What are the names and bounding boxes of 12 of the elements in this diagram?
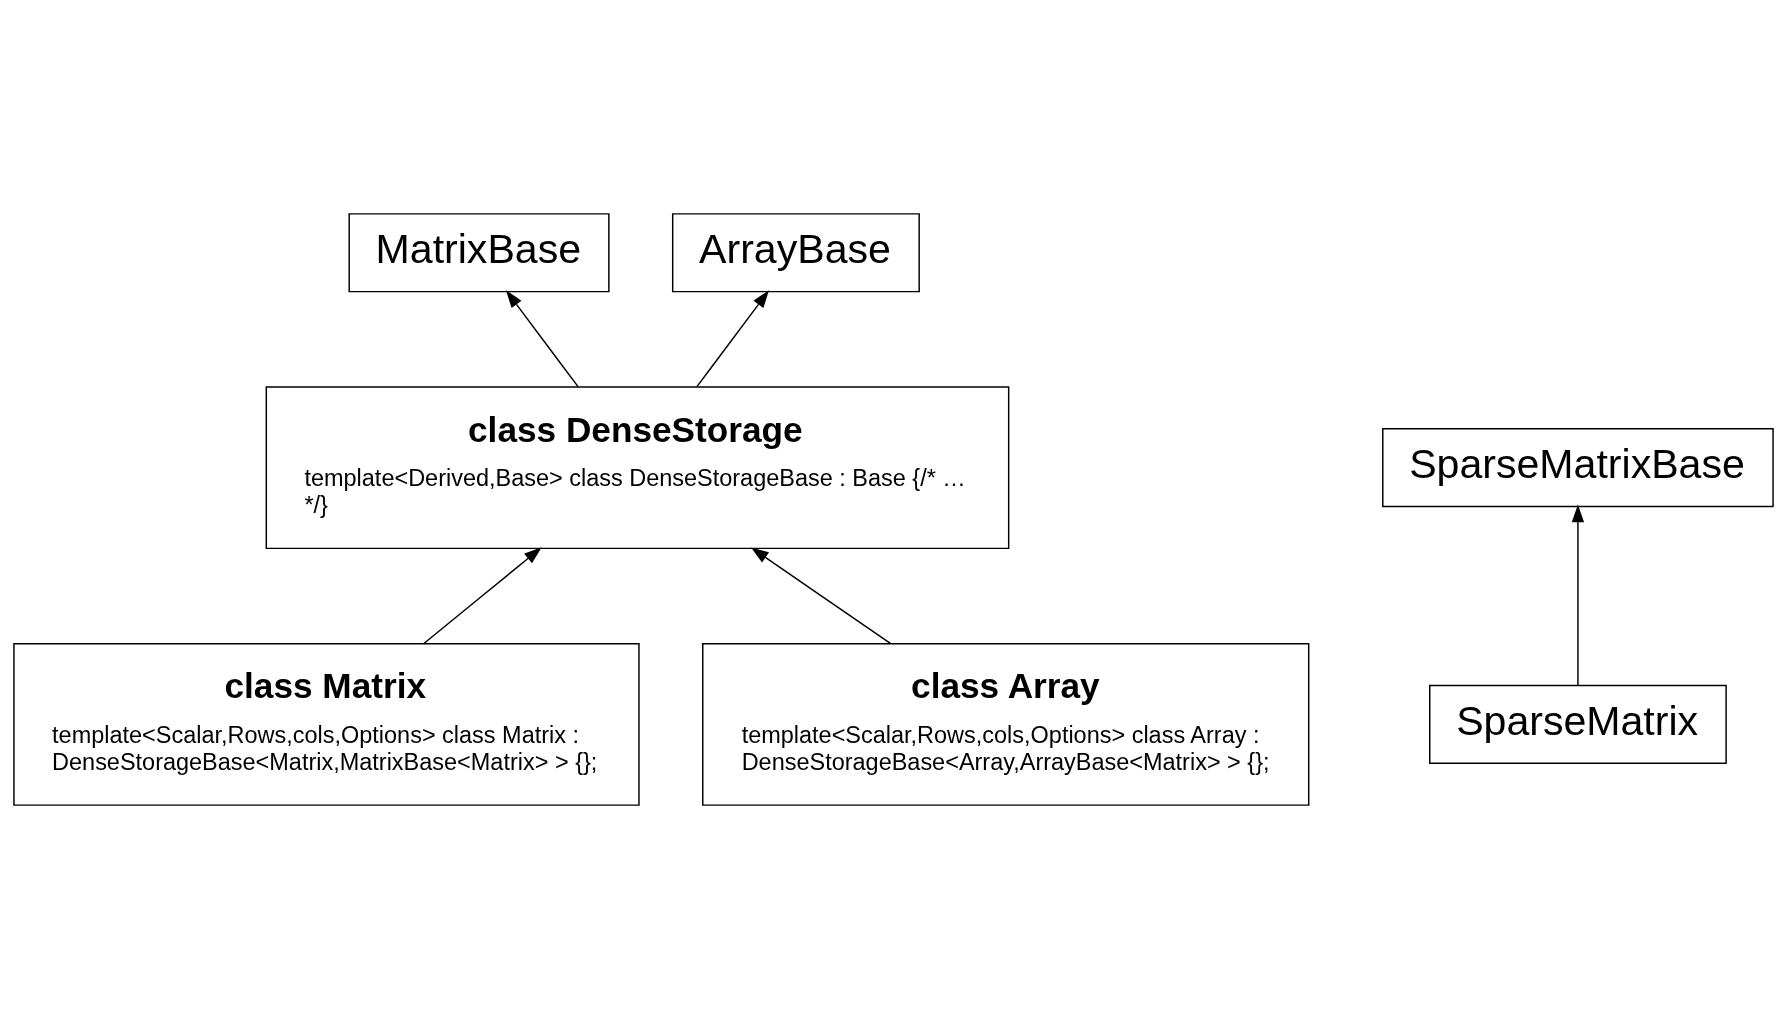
node-box: class DenseStorage template<Derived,Base> class DenseStorageBase : Base {/* … */} [265,385,1010,549]
node-box: class Matrix template<Scalar,Rows,cols,Options> class Matrix : DenseStorageBase<Matrix,MatrixBase<Matrix> > {}; [13,642,640,806]
node-box: SparseMatrixBase [1382,427,1774,507]
arrow [696,289,769,387]
node-box: ArrayBase [671,212,920,292]
node-box: class Array template<Scalar,Rows,cols,Options> class Array : DenseStorageBase<Array,ArrayBase<Matrix> > {}; [702,642,1310,806]
arrow [1571,504,1585,686]
arrow [505,289,579,387]
arrow [751,546,892,644]
arrow [422,546,542,644]
node-box: SparseMatrix [1429,684,1727,764]
node-box: MatrixBase [348,212,610,292]
